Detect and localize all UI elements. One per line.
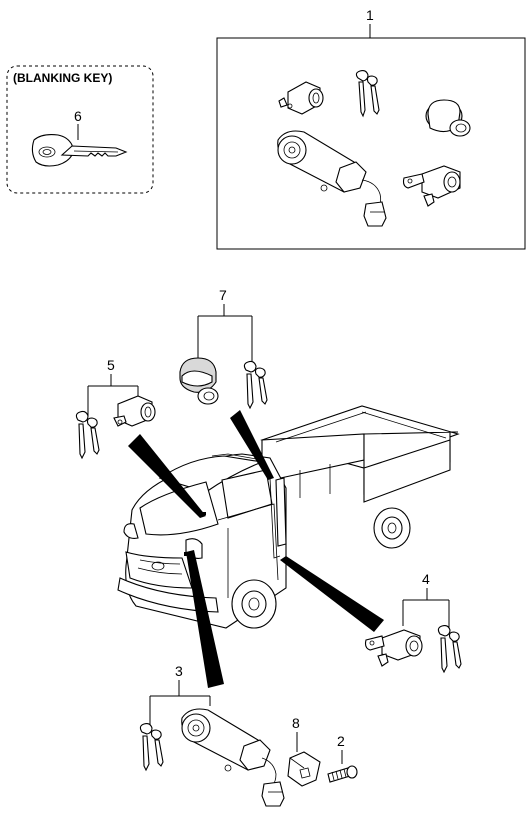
callout-4: 4 <box>422 571 430 587</box>
callout-1: 1 <box>366 7 374 23</box>
key-icon <box>139 722 164 772</box>
screw-group: 2 <box>327 733 358 783</box>
callout-3: 3 <box>175 663 183 679</box>
fuel-cap-icon <box>425 99 471 137</box>
switch-plate-group: 8 <box>287 715 321 787</box>
fuel-cap-icon <box>179 357 219 405</box>
key-icon <box>31 134 128 167</box>
key-icon <box>243 360 268 410</box>
key-icon <box>355 69 380 118</box>
ignition-switch-icon <box>277 130 387 227</box>
blanking-key-caption: (BLANKING KEY) <box>13 71 112 85</box>
screw-icon <box>327 765 358 783</box>
lock-cylinder-icon <box>364 629 423 667</box>
switch-plate-icon <box>287 751 321 787</box>
lock-cylinder-icon <box>278 81 324 115</box>
pointer-wedges <box>128 410 384 688</box>
ignition-switch-icon <box>181 708 285 807</box>
callout-2: 2 <box>337 733 345 749</box>
key-icon <box>437 624 462 674</box>
callout-8: 8 <box>292 715 300 731</box>
lock-cylinder-icon <box>113 395 156 427</box>
door-lock-left-group: 5 <box>75 357 156 460</box>
callout-7: 7 <box>219 287 227 303</box>
ignition-group: 3 <box>139 663 285 807</box>
key-icon <box>75 410 100 460</box>
fuel-cap-group: 7 <box>179 287 268 410</box>
callout-5: 5 <box>107 357 115 373</box>
door-lock-right-group: 4 <box>364 571 462 674</box>
blanking-key-panel: (BLANKING KEY) 6 <box>6 65 154 194</box>
lock-set-panel: 1 <box>216 7 526 250</box>
truck-icon <box>117 405 460 629</box>
callout-6: 6 <box>74 108 82 124</box>
lock-cylinder-icon <box>402 165 461 207</box>
